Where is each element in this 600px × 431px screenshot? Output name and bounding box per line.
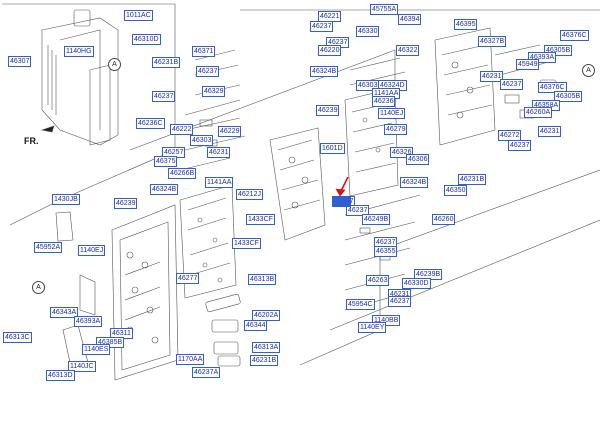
part-label-46327b[interactable]: 46327B (478, 36, 507, 47)
part-label-1140hg[interactable]: 1140HG (64, 46, 94, 57)
view-marker-lower: A (32, 281, 45, 294)
part-label-46393a[interactable]: 46393A (74, 316, 103, 327)
front-direction-label: FR. (24, 136, 39, 146)
part-label-1430jb[interactable]: 1430JB (52, 194, 80, 205)
part-label-46343a[interactable]: 46343A (50, 307, 79, 318)
part-label-1170aa[interactable]: 1170AA (176, 354, 205, 365)
part-label-46222[interactable]: 46222 (170, 124, 194, 135)
part-label-46236c[interactable]: 46236C (136, 118, 165, 129)
part-label-46344[interactable]: 46344 (244, 320, 268, 331)
part-label-46266b[interactable]: 46266B (168, 168, 197, 179)
part-label-1140ej[interactable]: 1140EJ (378, 108, 406, 119)
part-label-46220[interactable]: 46220 (318, 45, 342, 56)
part-label-46329[interactable]: 46329 (202, 86, 226, 97)
part-label-1140ey[interactable]: 1140EY (358, 322, 387, 333)
part-label-46237[interactable]: 46237 (152, 91, 176, 102)
part-label-45954c[interactable]: 45954C (346, 299, 375, 310)
part-label-1140ej[interactable]: 1140EJ (78, 245, 106, 256)
part-label-46324b[interactable]: 46324B (400, 177, 429, 188)
part-label-46229[interactable]: 46229 (218, 126, 242, 137)
part-label-46231[interactable]: 46231 (480, 71, 504, 82)
part-label-1140es[interactable]: 1140ES (82, 344, 111, 355)
part-label-46237[interactable]: 46237 (388, 296, 412, 307)
part-label-46313d[interactable]: 46313D (46, 370, 75, 381)
part-label-46231b[interactable]: 46231B (152, 57, 181, 68)
part-label-46279[interactable]: 46279 (384, 124, 408, 135)
pointer-arrowhead (335, 188, 346, 197)
part-label-46313a[interactable]: 46313A (252, 342, 281, 353)
part-label-1140jc[interactable]: 1140JC (68, 361, 96, 372)
solenoid-housing-assembly (41, 9, 119, 146)
part-label-46322[interactable]: 46322 (396, 45, 420, 56)
part-label-46305b[interactable]: 46305B (544, 45, 573, 56)
part-label-46212j[interactable]: 46212J (236, 189, 263, 200)
part-label-46313b[interactable]: 46313B (248, 274, 277, 285)
part-label-46324b[interactable]: 46324B (150, 184, 179, 195)
part-label-46237[interactable]: 46237 (508, 140, 532, 151)
part-label-46310d[interactable]: 46310D (132, 34, 161, 45)
part-label-46330[interactable]: 46330 (356, 26, 380, 37)
part-label-46330d[interactable]: 46330D (402, 278, 431, 289)
center-valve-body (269, 127, 326, 241)
part-label-1601d[interactable]: 1601D (320, 143, 345, 154)
part-label-46355[interactable]: 46355 (374, 246, 398, 257)
part-label-46237a[interactable]: 46237A (192, 367, 221, 378)
part-label-46326[interactable]: 46326 (390, 147, 414, 158)
part-label-46306[interactable]: 46306 (406, 154, 430, 165)
part-label-46237[interactable]: 46237 (346, 205, 370, 216)
part-label-46350[interactable]: 46350 (444, 185, 468, 196)
part-label-45755a[interactable]: 45755A (370, 4, 399, 15)
part-label-46239[interactable]: 46239 (316, 105, 340, 116)
frame-center-body (129, 49, 396, 151)
part-label-46237[interactable]: 46237 (500, 79, 524, 90)
part-label-46231b[interactable]: 46231B (250, 355, 279, 366)
view-marker-left: A (108, 58, 121, 71)
frame-left-housing (2, 3, 176, 201)
right-valve-body (434, 27, 496, 146)
part-label-46237[interactable]: 46237 (196, 66, 220, 77)
part-label-46277[interactable]: 46277 (176, 273, 200, 284)
part-label-46394[interactable]: 46394 (398, 14, 422, 25)
part-label-46395[interactable]: 46395 (454, 19, 478, 30)
part-label-46307[interactable]: 46307 (8, 56, 32, 67)
part-label-46305b[interactable]: 46305B (554, 91, 583, 102)
part-label-45952a[interactable]: 45952A (34, 242, 63, 253)
part-label-46376c[interactable]: 46376C (538, 82, 567, 93)
part-label-46237[interactable]: 46237 (310, 21, 334, 32)
part-label-46303[interactable]: 46303 (190, 135, 214, 146)
frame-lower-right (329, 219, 600, 331)
part-label-1011ac[interactable]: 1011AC (124, 10, 153, 21)
solenoid-stack-lower (55, 211, 241, 373)
frame-lower-bound (9, 199, 61, 226)
part-label-46231[interactable]: 46231 (538, 126, 562, 137)
separator-plate-left (179, 184, 237, 299)
part-label-46393a[interactable]: 46393A (528, 52, 557, 63)
part-label-46371[interactable]: 46371 (192, 46, 216, 57)
highlighted-part-label[interactable] (333, 196, 351, 207)
frame-right-diagonal (299, 169, 600, 366)
part-label-46263[interactable]: 46263 (366, 275, 390, 286)
part-label-46375[interactable]: 46375 (154, 156, 178, 167)
part-label-46260[interactable]: 46260 (432, 214, 456, 225)
part-label-46239[interactable]: 46239 (114, 198, 138, 209)
view-marker-right: A (582, 64, 595, 77)
front-arrow (40, 125, 55, 133)
part-label-46231[interactable]: 46231 (207, 147, 231, 158)
left-valve-body (111, 204, 179, 381)
part-label-1433cf[interactable]: 1433CF (246, 214, 275, 225)
part-label-46260a[interactable]: 46260A (524, 107, 553, 118)
part-label-46313c[interactable]: 46313C (3, 332, 32, 343)
part-label-46236[interactable]: 46236 (372, 96, 396, 107)
part-label-1141aa[interactable]: 1141AA (205, 177, 234, 188)
part-label-1433cf[interactable]: 1433CF (232, 238, 261, 249)
part-label-46324b[interactable]: 46324B (310, 66, 339, 77)
part-label-46231b[interactable]: 46231B (458, 174, 487, 185)
part-label-46376c[interactable]: 46376C (560, 30, 589, 41)
part-label-45949[interactable]: 45949 (516, 59, 540, 70)
part-label-46249b[interactable]: 46249B (362, 214, 391, 225)
